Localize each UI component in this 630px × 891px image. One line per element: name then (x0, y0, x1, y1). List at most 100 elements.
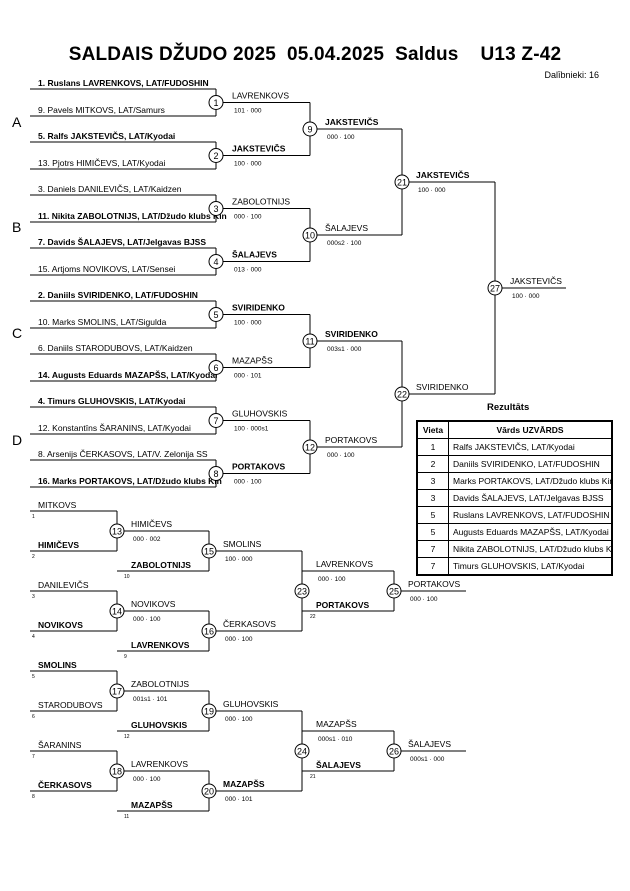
match-number-circle (302, 227, 318, 243)
results-place: 5 (416, 506, 449, 524)
entrant-name: 15. Artjoms NOVIKOVS, LAT/Sensei (38, 264, 175, 274)
match-score: 000 · 100 (327, 452, 355, 459)
results-place: 1 (416, 438, 449, 456)
match-score: 100 · 000 (234, 161, 262, 168)
match-number-circle (109, 683, 125, 699)
winner-name: GLUHOVSKIS (232, 409, 288, 419)
winner-name: ZABOLOTNIJS (232, 197, 290, 207)
winner-name: JAKSTEVIČS (325, 116, 379, 127)
match-score: 000s2 · 100 (327, 240, 362, 247)
match-score: 100 · 000s1 (234, 426, 269, 433)
match-number: 12 (305, 443, 315, 453)
match-score: 000 · 100 (234, 214, 262, 221)
winner-name: ŠALAJEVS (325, 223, 368, 233)
match-number: 23 (297, 587, 307, 597)
match-number: 8 (213, 469, 218, 479)
match-score: 000 · 002 (133, 536, 161, 543)
winner-name: GLUHOVSKIS (223, 699, 279, 709)
repechage-seed: 4 (32, 634, 35, 640)
match-number-circle (302, 439, 318, 455)
match-number-circle (109, 763, 125, 779)
match-score: 000 · 101 (234, 373, 262, 380)
results-place: 2 (416, 455, 449, 473)
pool-label: A (12, 114, 22, 130)
match-number: 9 (307, 125, 312, 135)
results-name: Marks PORTAKOVS, LAT/Džudo klubs Kin (448, 472, 613, 490)
results-name: Ralfs JAKSTEVIČS, LAT/Kyodai (448, 438, 613, 456)
repechage-name: STARODUBOVS (38, 700, 103, 710)
match-score: 003s1 · 000 (327, 346, 362, 353)
match-number: 15 (204, 547, 214, 557)
match-score: 101 · 000 (234, 108, 262, 115)
results-name: Daniils SVIRIDENKO, LAT/FUDOSHIN (448, 455, 613, 473)
match-number: 11 (305, 337, 314, 347)
match-number-circle (109, 523, 125, 539)
repechage-seed: 5 (32, 674, 35, 680)
results-name: Ruslans LAVRENKOVS, LAT/FUDOSHIN (448, 506, 613, 524)
match-score: 100 · 000 (512, 293, 540, 300)
results-name: Augusts Eduards MAZAPŠS, LAT/Kyodai (448, 523, 613, 541)
winner-name: LAVRENKOVS (131, 759, 188, 769)
winner-name: SVIRIDENKO (416, 382, 469, 392)
repechage-name: DANILEVIČS (38, 580, 89, 590)
entrant-name: 14. Augusts Eduards MAZAPŠS, LAT/Kyodai (38, 369, 217, 380)
winner-name: JAKSTEVIČS (416, 169, 470, 180)
entrant-name: 5. Ralfs JAKSTEVIČS, LAT/Kyodai (38, 130, 175, 141)
repechage-seed: 9 (124, 654, 127, 660)
match-number-circle (302, 121, 318, 137)
match-number-circle (208, 254, 224, 269)
match-number: 20 (204, 787, 214, 797)
repechage-name: SMOLINS (38, 660, 77, 670)
repechage-name: ŠARANINS (38, 740, 82, 750)
repechage-name: ČERKASOVS (38, 779, 92, 790)
results-place: 5 (416, 523, 449, 541)
match-score: 000 · 100 (133, 616, 161, 623)
winner-name: PORTAKOVS (408, 579, 460, 589)
match-number: 7 (213, 416, 218, 426)
repechage-seed: 1 (32, 514, 35, 520)
match-number: 13 (112, 527, 122, 537)
winner-name: LAVRENKOVS (316, 559, 373, 569)
repechage-feed-name: PORTAKOVS (316, 600, 370, 610)
entrant-name: 16. Marks PORTAKOVS, LAT/Džudo klubs Kin (38, 476, 222, 486)
match-number: 21 (397, 178, 407, 188)
page-title: SALDAIS DŽUDO 2025 05.04.2025 Saldus U13… (68, 44, 562, 65)
match-score: 000s1 · 010 (318, 736, 353, 743)
match-number: 1 (213, 98, 218, 108)
results-place: 3 (416, 472, 449, 490)
match-number-circle (208, 413, 224, 428)
match-number: 3 (213, 204, 218, 214)
winner-name: JAKSTEVIČS (232, 143, 286, 154)
match-number-circle (386, 583, 402, 599)
repechage-seed: 7 (32, 754, 35, 760)
match-number: 10 (305, 231, 315, 241)
entrant-name: 4. Timurs GLUHOVSKIS, LAT/Kyodai (38, 396, 186, 406)
entrant-name: 1. Ruslans LAVRENKOVS, LAT/FUDOSHIN (38, 78, 209, 88)
repechage-feed-name: MAZAPŠS (131, 799, 173, 810)
match-number-circle (208, 307, 224, 322)
match-number: 17 (112, 687, 122, 697)
match-number-circle (294, 743, 310, 759)
match-number: 2 (213, 151, 218, 161)
results-title: Rezultāts (487, 402, 530, 413)
results-name: Timurs GLUHOVSKIS, LAT/Kyodai (448, 557, 613, 576)
match-number: 5 (213, 310, 218, 320)
winner-name: LAVRENKOVS (232, 91, 289, 101)
match-score: 001s1 · 101 (133, 696, 168, 703)
match-score: 000 · 100 (234, 479, 262, 486)
match-number: 27 (490, 284, 500, 294)
match-number-circle (208, 466, 224, 481)
repechage-seed: 2 (32, 554, 35, 560)
winner-name: NOVIKOVS (131, 599, 176, 609)
winner-name: MAZAPŠS (232, 356, 273, 366)
match-score: 000 · 100 (225, 636, 253, 643)
results-header-row: Vieta Vārds UZVĀRDS (416, 420, 613, 439)
match-score: 100 · 000 (418, 187, 446, 194)
repechage-seed: 21 (310, 774, 316, 780)
pool-label: D (12, 432, 22, 448)
entrant-name: 8. Arsenijs ČERKASOVS, LAT/V. Zelonija S… (38, 449, 208, 459)
